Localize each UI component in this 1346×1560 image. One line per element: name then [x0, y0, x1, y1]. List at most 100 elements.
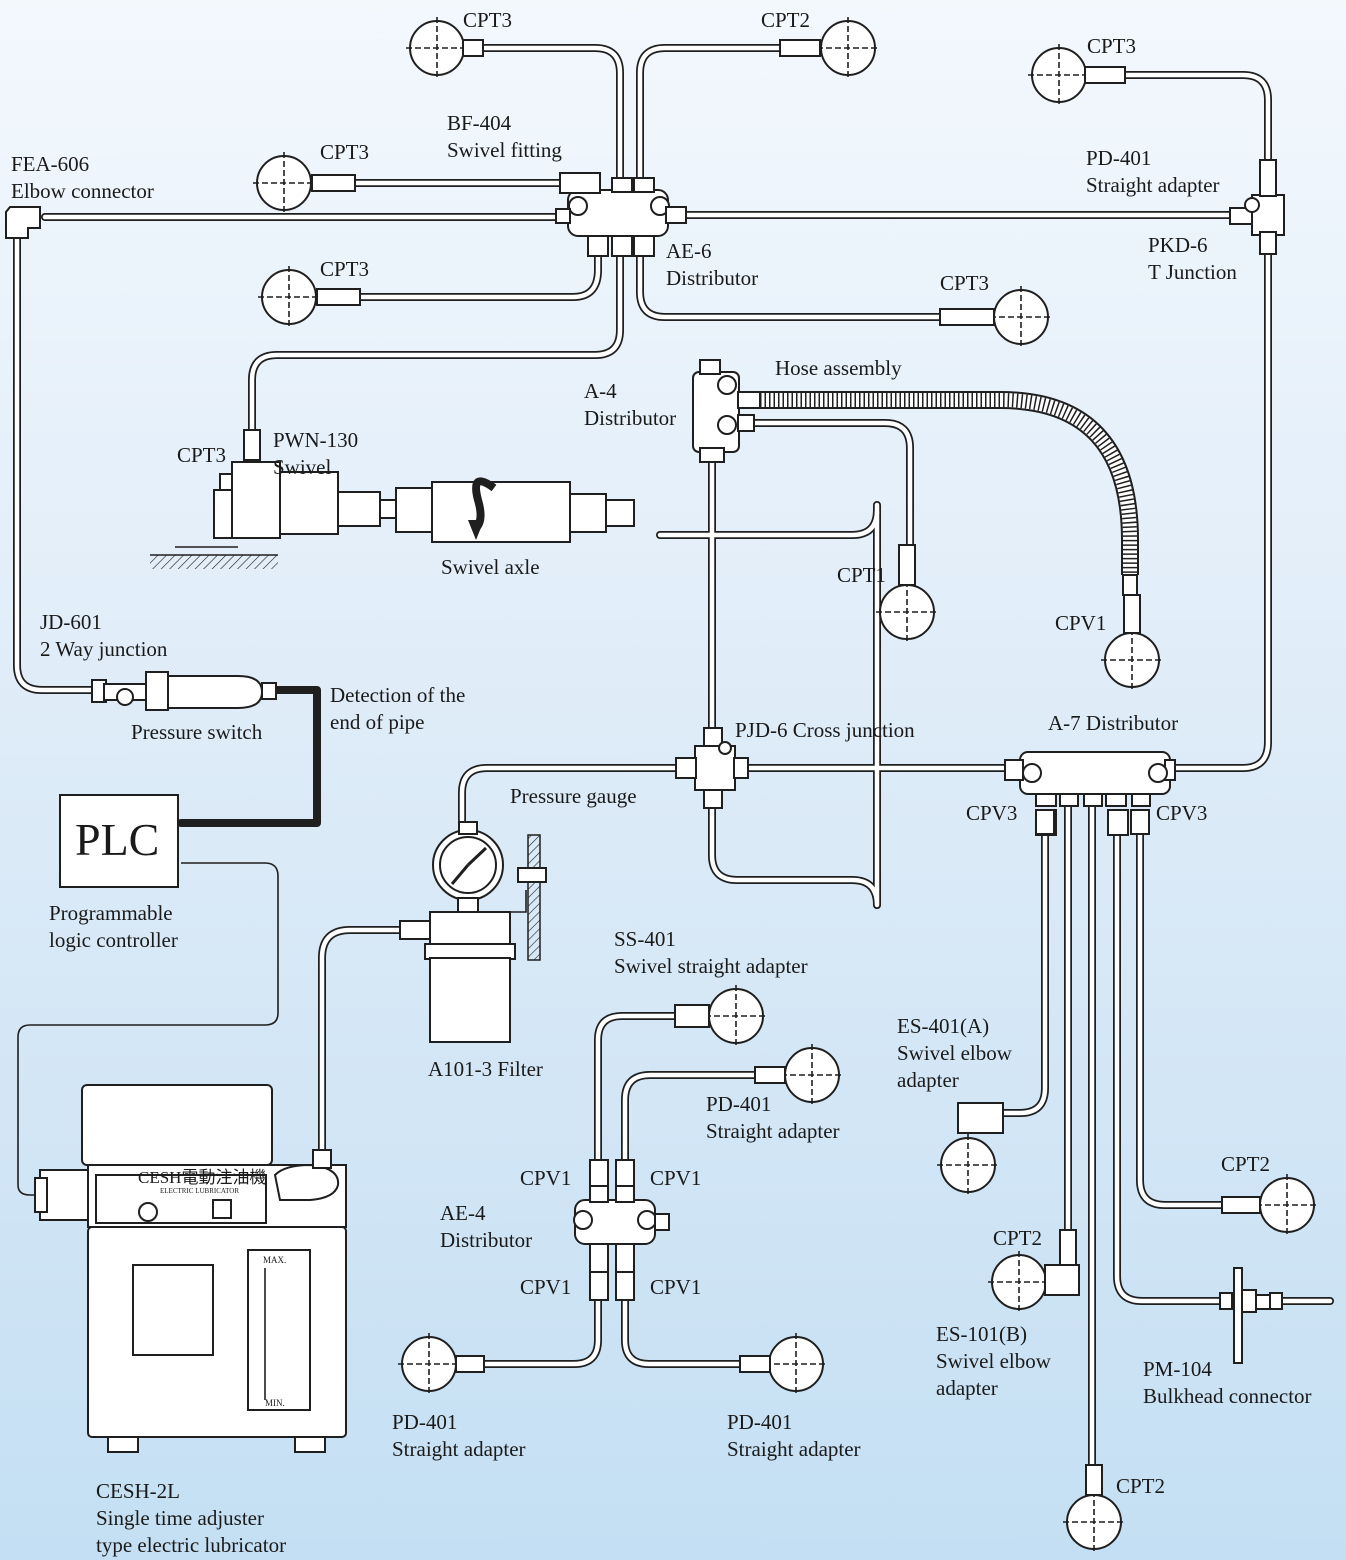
detection-label: Detection of the end of pipe: [330, 682, 465, 736]
cesh-line3: type electric lubricator: [96, 1533, 287, 1557]
pressure-gauge-label: Pressure gauge: [510, 784, 637, 808]
cpv1-hose-label: CPV1: [1055, 611, 1107, 635]
ae6-label: AE-6 Distributor: [666, 238, 758, 292]
bf404-label: BF-404 Swivel fitting: [447, 110, 562, 164]
cpt1-gauge: [876, 544, 938, 643]
cpt3-lower-right-label: CPT3: [940, 271, 990, 295]
cpt2-right-label: CPT2: [1221, 1152, 1271, 1176]
hose-assembly-label: Hose assembly: [775, 356, 902, 380]
detection-line2: end of pipe: [330, 710, 425, 734]
cesh-line1: CESH-2L: [96, 1479, 180, 1503]
cpt3-mid-left-gauge: [253, 152, 356, 214]
pipe-network: [13, 44, 1334, 1469]
plc-caption: Programmable logic controller: [49, 900, 178, 954]
pd401-bl-label: PD-401 Straight adapter: [392, 1409, 526, 1463]
cpt3-mid-left-label: CPT3: [320, 140, 370, 164]
ae6-name: Distributor: [666, 266, 759, 290]
es101-line3: adapter: [936, 1376, 998, 1400]
cpt3-lower-right-gauge: [939, 286, 1052, 348]
fittings: [5, 159, 1285, 1364]
hose-assembly: [760, 391, 1139, 596]
pressure-switch-label: Pressure switch: [131, 720, 263, 744]
es401-line1: ES-401(A): [897, 1014, 990, 1038]
cpt3-top-right-gauge: [1028, 44, 1126, 106]
cpv3-right-label: CPV3: [1156, 801, 1208, 825]
es101-label: ES-101(B) Swivel elbow adapter: [936, 1321, 1051, 1402]
cpt3-top-left-label: CPT3: [463, 8, 513, 32]
plc-box-label: PLC: [75, 814, 160, 865]
cpv1-bl-label: CPV1: [520, 1275, 572, 1299]
cpt2-es101-gauge: [988, 1229, 1080, 1313]
a7-label: A-7 Distributor: [1048, 711, 1179, 735]
cpv1-tr-label: CPV1: [650, 1166, 702, 1190]
a4-name: Distributor: [584, 406, 677, 430]
cesh-line2: Single time adjuster: [96, 1506, 264, 1530]
a4-code: A-4: [584, 379, 617, 403]
cpt3-lower-left-label: CPT3: [320, 257, 370, 281]
ae4-code: AE-4: [440, 1201, 486, 1225]
cesh-lubricator-drawing: [34, 1084, 347, 1453]
cpv1-hose-gauge: [1101, 594, 1163, 691]
pd401-br-code: PD-401: [727, 1410, 793, 1434]
pd401-mid-code: PD-401: [706, 1092, 772, 1116]
pd401-br-gauge: [739, 1333, 827, 1395]
cpt2-bottom-gauge: [1063, 1464, 1125, 1553]
cpt2-top-label: CPT2: [761, 8, 811, 32]
es401-line2: Swivel elbow: [897, 1041, 1012, 1065]
pm104-code: PM-104: [1143, 1357, 1212, 1381]
cpt3-top-right-label: CPT3: [1087, 34, 1137, 58]
es401-label: ES-401(A) Swivel elbow adapter: [897, 1013, 1012, 1094]
es101-line1: ES-101(B): [936, 1322, 1027, 1346]
cpv1-tl-label: CPV1: [520, 1166, 572, 1190]
lubricator-max: MAX.: [263, 1255, 287, 1265]
cpt1-label: CPT1: [837, 563, 887, 587]
cpt3-lower-left-gauge: [258, 266, 361, 328]
lubricator-subtitle: ELECTRIC LUBRICATOR: [160, 1187, 240, 1195]
swivel-axle-label: Swivel axle: [441, 555, 540, 579]
pd401-br-name: Straight adapter: [727, 1437, 861, 1461]
pd401-top-label: PD-401 Straight adapter: [1086, 145, 1220, 199]
pd401-br-label: PD-401 Straight adapter: [727, 1409, 861, 1463]
pd401-bl-code: PD-401: [392, 1410, 458, 1434]
es401-line3: adapter: [897, 1068, 959, 1092]
es401-gauge: [937, 1102, 1004, 1196]
detection-line1: Detection of the: [330, 683, 466, 707]
bf404-code: BF-404: [447, 111, 512, 135]
pd401-top-name: Straight adapter: [1086, 173, 1220, 197]
ae4-name: Distributor: [440, 1228, 533, 1252]
es101-line2: Swivel elbow: [936, 1349, 1051, 1373]
lubricator-brand: CESH電動注油機: [138, 1168, 267, 1187]
gauge-circles: [253, 17, 1318, 1553]
cpv3-left-label: CPV3: [966, 801, 1018, 825]
pkd6-name: T Junction: [1148, 260, 1237, 284]
fea606-code: FEA-606: [11, 152, 90, 176]
bf404-name: Swivel fitting: [447, 138, 562, 162]
a101-filter-label: A101-3 Filter: [428, 1057, 543, 1081]
pjd6-label: PJD-6 Cross junction: [735, 718, 915, 742]
plc-caption-line2: logic controller: [49, 928, 178, 952]
pd401-mid-name: Straight adapter: [706, 1119, 840, 1143]
pd401-top-code: PD-401: [1086, 146, 1152, 170]
pkd6-code: PKD-6: [1148, 233, 1208, 257]
cpt2-es101-label: CPT2: [993, 1226, 1043, 1250]
pwn130-name: Swivel: [273, 455, 332, 479]
plc-caption-line1: Programmable: [49, 901, 173, 925]
ae4-label: AE-4 Distributor: [440, 1200, 532, 1254]
pd401-bl-gauge: [398, 1333, 485, 1395]
fea606-name: Elbow connector: [11, 179, 154, 203]
lubricator-min: MIN.: [265, 1398, 285, 1408]
pkd6-label: PKD-6 T Junction: [1148, 232, 1237, 286]
pd401-mid-gauge: [754, 1044, 843, 1106]
cpt3-top-left-gauge: [406, 17, 484, 79]
cesh-label: CESH-2L Single time adjuster type electr…: [96, 1478, 286, 1559]
ae6-code: AE-6: [666, 239, 712, 263]
pm104-name: Bulkhead connector: [1143, 1384, 1312, 1408]
cpt2-bottom-label: CPT2: [1116, 1474, 1166, 1498]
cpt3-swivel-label: CPT3: [177, 443, 227, 467]
pm104-label: PM-104 Bulkhead connector: [1143, 1356, 1312, 1410]
ss401-name: Swivel straight adapter: [614, 954, 808, 978]
pd401-bl-name: Straight adapter: [392, 1437, 526, 1461]
cpt2-top-gauge: [779, 17, 879, 79]
